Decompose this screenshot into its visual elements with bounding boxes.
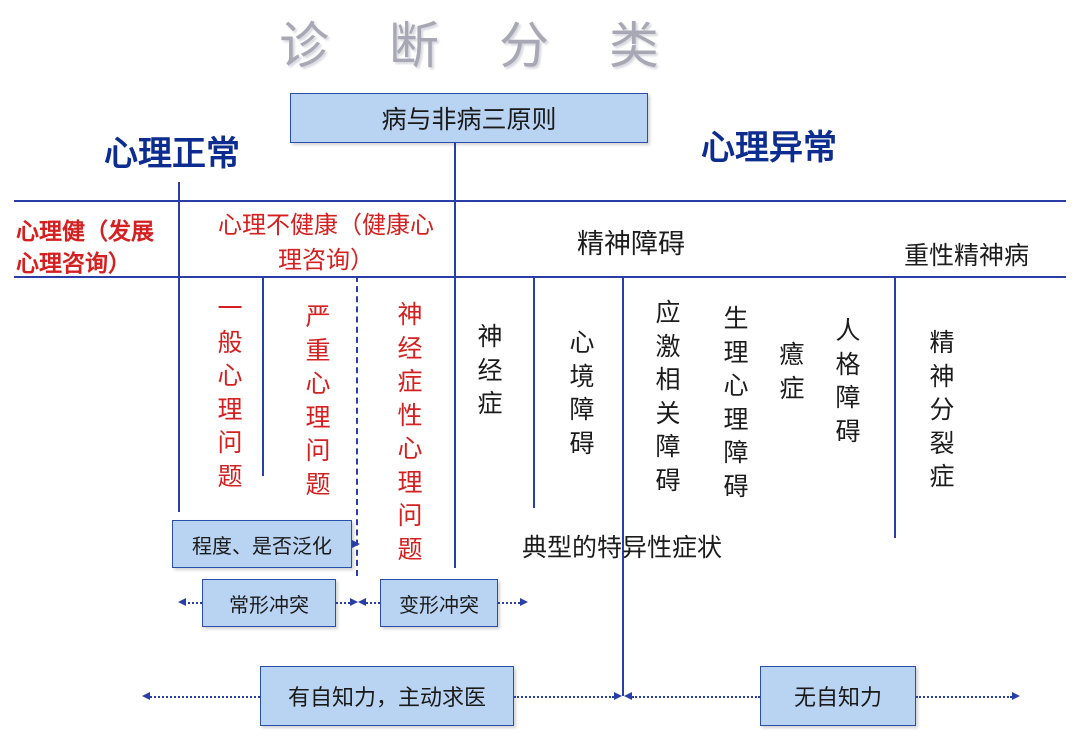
deformed-conflict-arrow-right: [520, 598, 528, 606]
normal-head: 心理正常: [104, 134, 240, 174]
lower-horizontal-line: [14, 276, 1066, 278]
divider-normal-abnormal: [454, 143, 456, 568]
column-physiological-disorder: 生理心理障碍: [723, 304, 749, 501]
diagram-title: 诊 断 分 类: [279, 17, 681, 75]
divider-severe-neurotic: [356, 276, 358, 576]
insight-line-right: [514, 696, 614, 698]
regular-conflict-label: 常形冲突: [229, 592, 309, 617]
degree-box: 程度、是否泛化: [172, 520, 352, 568]
degree-label: 程度、是否泛化: [192, 533, 332, 558]
no-insight-label: 无自知力: [793, 686, 882, 711]
principle-box: 病与非病三原则: [290, 93, 648, 143]
upper-horizontal-line: [14, 200, 1066, 202]
insight-box: 有自知力，主动求医: [260, 666, 514, 726]
no-insight-line-right: [916, 696, 1012, 698]
column-stress-disorder: 应激相关障碍: [655, 298, 681, 495]
regular-conflict-arrow-left: [178, 598, 186, 606]
healthy-label: 心理健（发展心理咨询）: [16, 219, 154, 278]
typical-symptom-label: 典型的特异性症状: [522, 533, 723, 562]
column-neurosis: 神经症: [477, 322, 503, 418]
regular-conflict-arrow-right: [350, 598, 358, 606]
column-mood-disorder: 心境障碍: [569, 328, 595, 458]
deformed-conflict-arrow-left: [358, 598, 366, 606]
insight-line-left: [150, 696, 260, 698]
divider-mood-stress: [622, 276, 624, 696]
column-neurotic-problem: 神经症性心理问题: [397, 300, 423, 564]
deformed-conflict-line-left: [366, 602, 380, 604]
insight-label: 有自知力，主动求医: [287, 686, 486, 711]
column-hysteria: 癔症: [779, 340, 805, 403]
no-insight-line-left: [632, 696, 760, 698]
divider-severe: [894, 276, 896, 538]
divider-normal-healthy: [178, 182, 180, 512]
regular-conflict-line-left: [184, 602, 202, 604]
deformed-conflict-label: 变形冲突: [399, 592, 479, 617]
unhealthy-label: 心理不健康（健康心理咨询）: [218, 211, 434, 274]
abnormal-head: 心理异常: [701, 128, 837, 168]
regular-conflict-box: 常形冲突: [202, 579, 336, 627]
deformed-conflict-box: 变形冲突: [380, 579, 498, 627]
insight-arrow-left: [142, 692, 150, 700]
column-general-problem: 一般心理问题: [217, 294, 243, 491]
degree-arrow: [352, 540, 360, 548]
severe-psychosis-label: 重性精神病: [904, 241, 1030, 270]
no-insight-box: 无自知力: [760, 666, 916, 726]
no-insight-arrow-right: [1012, 692, 1020, 700]
column-schizophrenia: 精神分裂症: [929, 328, 955, 491]
divider-neurosis-mood: [533, 276, 535, 508]
insight-arrow-right: [614, 692, 622, 700]
no-insight-arrow-left: [624, 692, 632, 700]
column-personality-disorder: 人格障碍: [835, 316, 861, 446]
regular-conflict-line-right: [336, 602, 350, 604]
principle-label: 病与非病三原则: [381, 105, 557, 134]
column-severe-problem: 严重心理问题: [305, 302, 331, 499]
divider-general-severe: [262, 276, 264, 476]
mental-disorder-label: 精神障碍: [577, 229, 685, 260]
deformed-conflict-line-right: [498, 602, 520, 604]
